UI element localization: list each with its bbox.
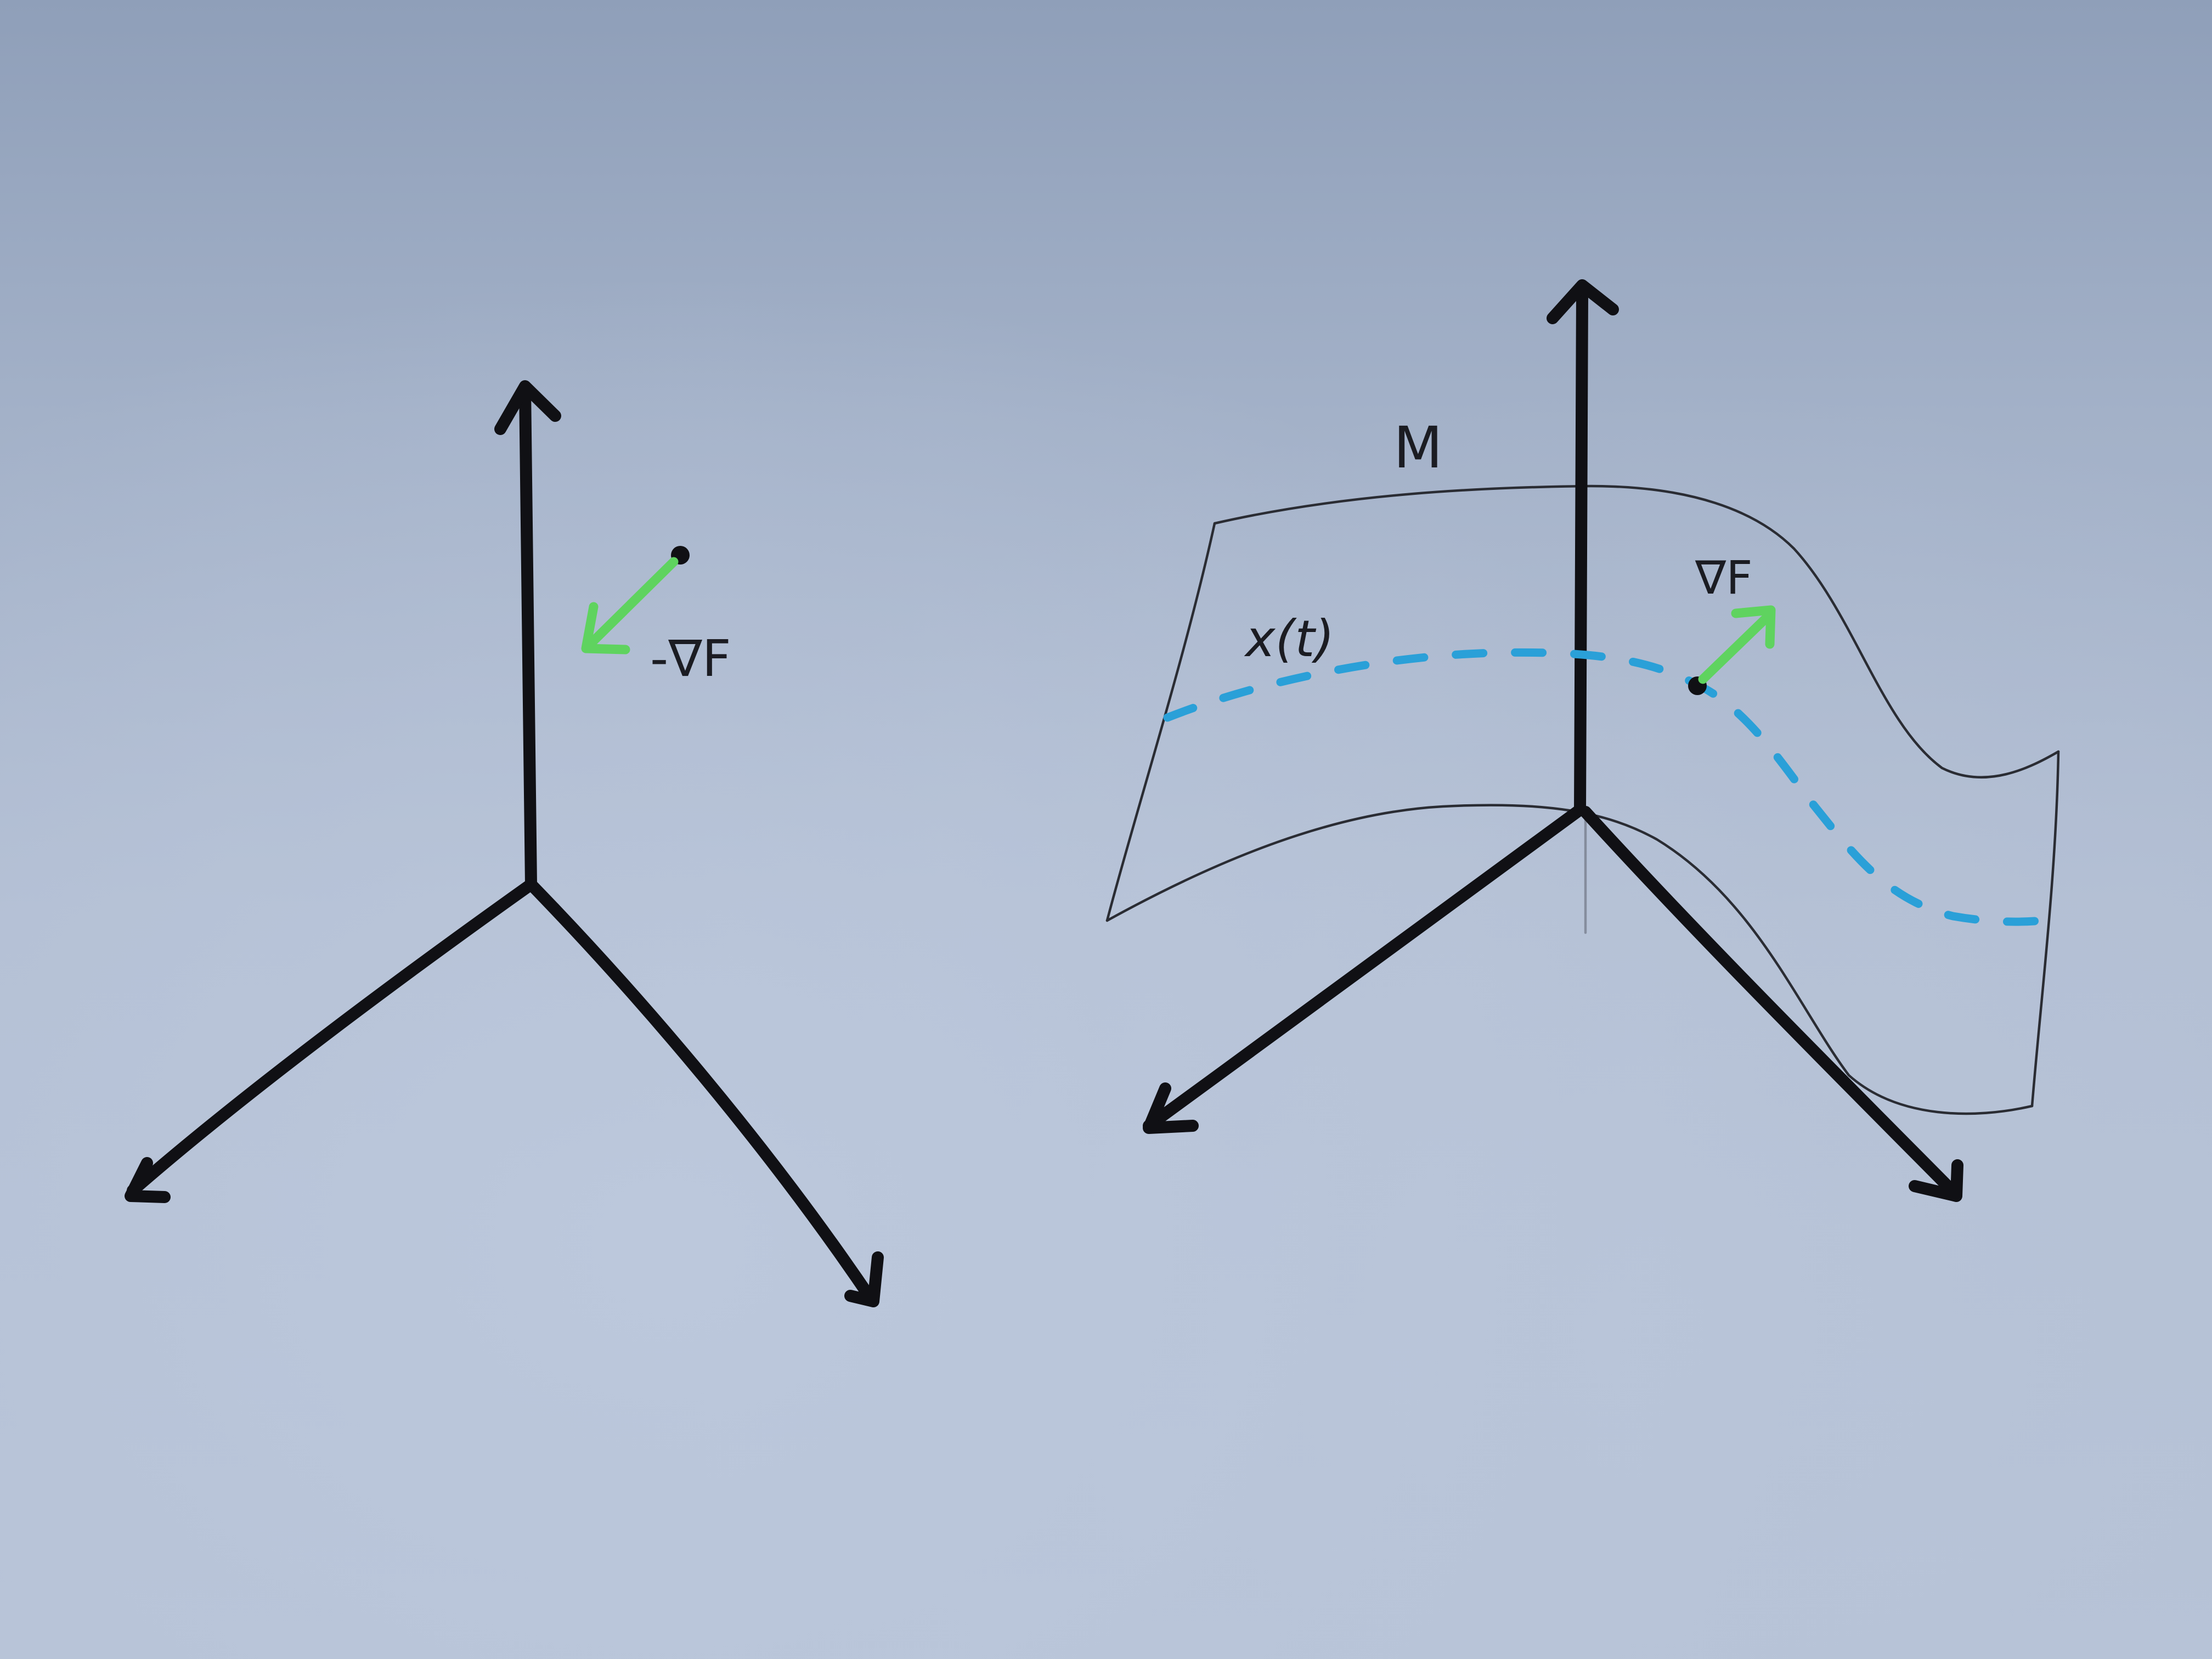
right-gradient-label: ∇F [1695, 551, 1753, 605]
left-axes [125, 380, 884, 1307]
right-gradient-arrow [1698, 612, 1773, 684]
left-z-arrowhead [494, 380, 561, 435]
manifold-top-edge [1213, 484, 2060, 779]
right-z-axis [1574, 289, 1588, 816]
manifold-label: M [1393, 414, 1443, 481]
curve-label: x(t) [1244, 610, 1334, 668]
right-axes [1143, 279, 1963, 1202]
right-z-arrowhead [1547, 279, 1619, 324]
left-gradient-label: -∇F [650, 629, 731, 688]
right-x-axis [1143, 804, 1586, 1132]
right-manifold [1105, 484, 2060, 1115]
left-neg-gradient-arrowhead [581, 602, 630, 654]
manifold-right-edge [2030, 750, 2060, 1108]
right-curve [1163, 605, 2045, 926]
manifold-left-edge [1105, 522, 1216, 922]
left-x-axis [127, 878, 537, 1197]
right-y-arrowhead [1909, 1159, 1963, 1202]
left-y-axis [525, 878, 877, 1305]
left-gradient: -∇F [581, 546, 731, 688]
left-x-arrowhead [125, 1157, 171, 1203]
manifold-bottom-edge [1105, 804, 2034, 1115]
right-y-axis [1579, 806, 1961, 1200]
left-y-arrowhead [844, 1251, 884, 1307]
left-neg-gradient-arrow [586, 557, 679, 648]
left-z-axis [519, 382, 537, 890]
right-labels: M x(t) ∇F [1244, 414, 1753, 668]
right-x-arrowhead [1143, 1082, 1199, 1134]
right-gradient-arrowhead [1731, 605, 1776, 649]
curve-x-of-t [1163, 648, 2045, 926]
